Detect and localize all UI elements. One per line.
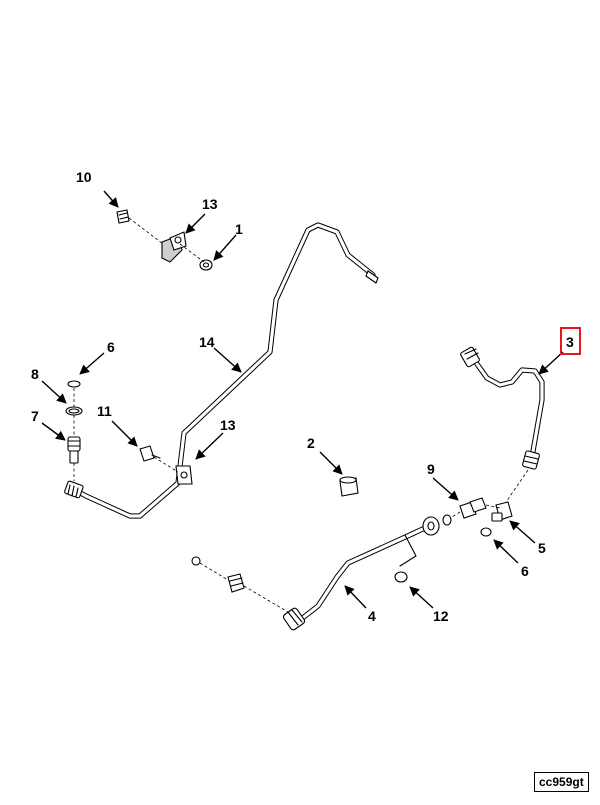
bolt-10 bbox=[116, 209, 130, 224]
o-ring-6-left bbox=[67, 380, 81, 388]
callout-3-highlight-box bbox=[560, 327, 581, 355]
drawing-id-label: cc959gt bbox=[534, 772, 589, 792]
callout-2: 2 bbox=[307, 435, 315, 451]
callout-6-right: 6 bbox=[521, 563, 529, 579]
callout-14: 14 bbox=[199, 334, 215, 350]
bushing-2 bbox=[339, 476, 359, 497]
callout-labels: 10 13 1 14 6 8 7 11 13 2 9 5 6 4 12 3 bbox=[31, 169, 581, 624]
tube-14 bbox=[64, 222, 379, 519]
clip-13-lower bbox=[175, 465, 193, 485]
washer bbox=[442, 514, 452, 526]
bolt-11 bbox=[139, 445, 161, 462]
fitting-7 bbox=[67, 436, 81, 464]
nut-1 bbox=[199, 259, 213, 271]
tube-3 bbox=[460, 346, 545, 470]
callout-10: 10 bbox=[76, 169, 92, 185]
callout-8: 8 bbox=[31, 366, 39, 382]
banjo-bolt-9 bbox=[459, 497, 487, 519]
callout-7: 7 bbox=[31, 408, 39, 424]
callout-9: 9 bbox=[427, 461, 435, 477]
callout-1: 1 bbox=[235, 221, 243, 237]
callout-6-left: 6 bbox=[107, 339, 115, 355]
o-ring-small bbox=[191, 556, 201, 566]
callout-11: 11 bbox=[97, 403, 112, 419]
callout-3: 3 bbox=[566, 334, 574, 350]
callout-13-lower: 13 bbox=[220, 417, 236, 433]
tube-4 bbox=[282, 516, 440, 631]
callout-5: 5 bbox=[538, 540, 546, 556]
o-ring-8 bbox=[65, 406, 83, 416]
callout-12: 12 bbox=[433, 608, 449, 624]
adapter-fitting bbox=[227, 573, 245, 593]
o-ring-6-right bbox=[480, 527, 492, 537]
clip-13-upper bbox=[161, 231, 187, 263]
fitting-5 bbox=[491, 501, 513, 522]
o-ring-12 bbox=[394, 571, 408, 583]
leader-lines bbox=[41, 190, 564, 609]
callout-13-upper: 13 bbox=[202, 196, 218, 212]
callout-4: 4 bbox=[368, 608, 376, 624]
